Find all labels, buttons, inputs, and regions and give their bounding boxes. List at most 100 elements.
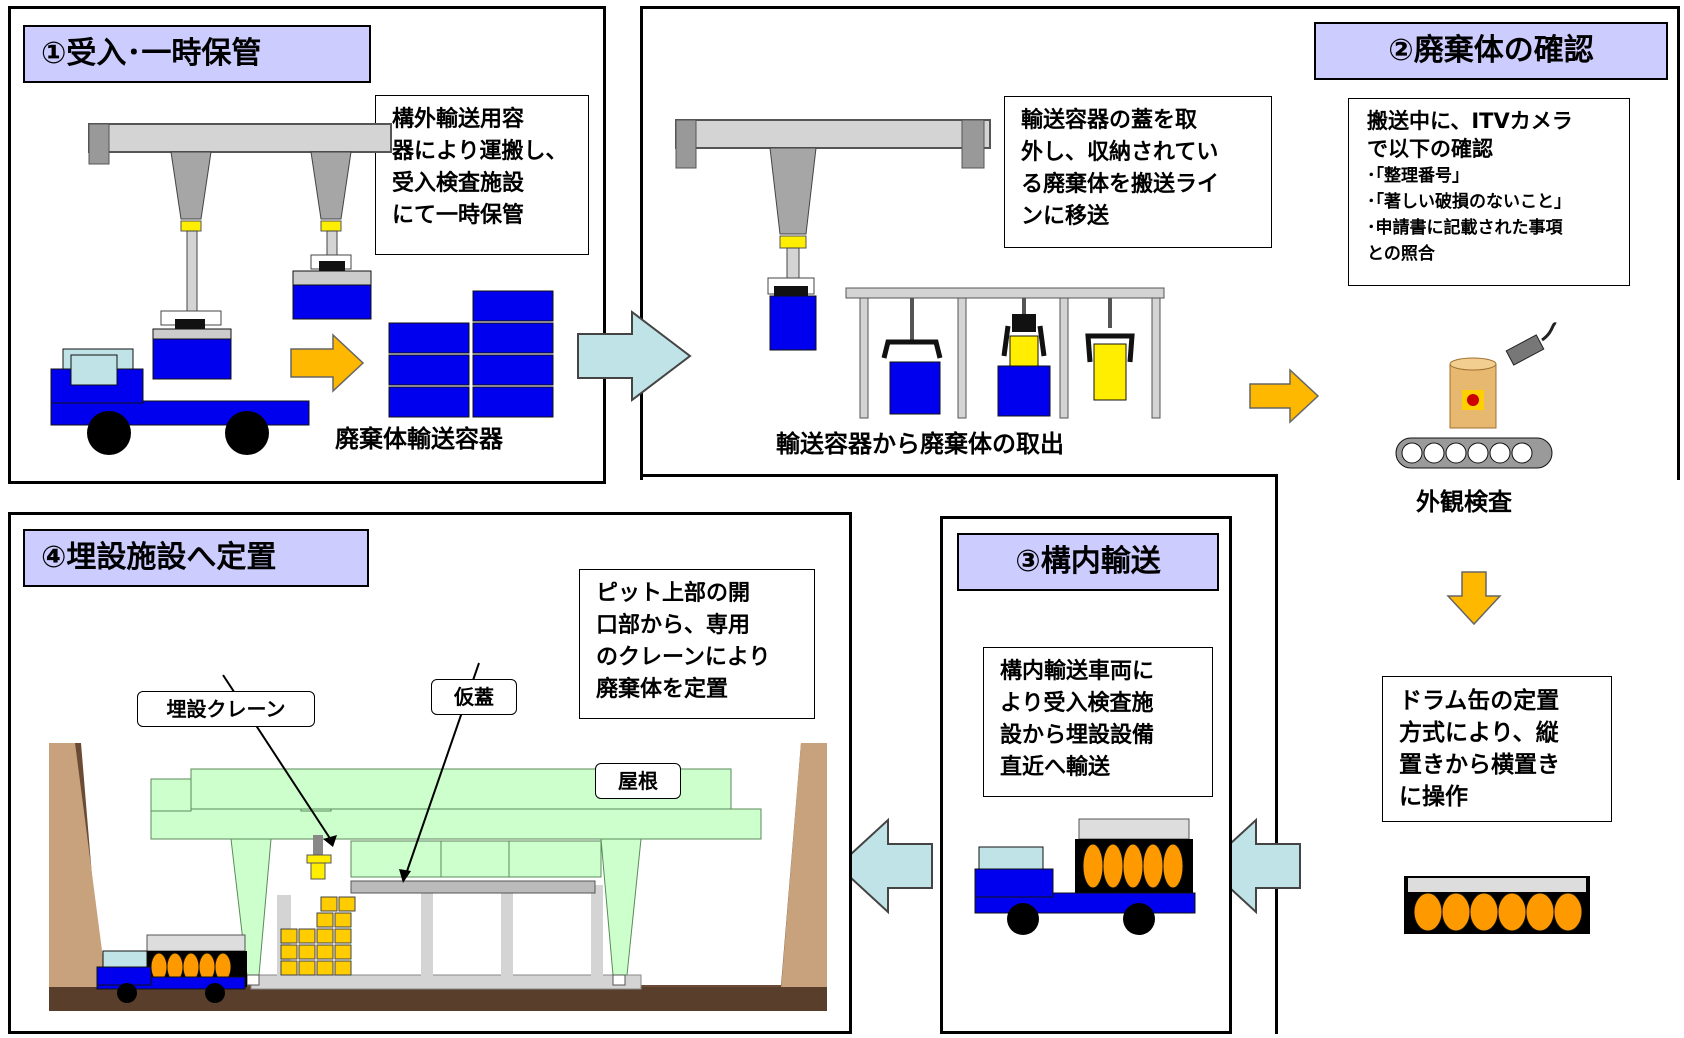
- camera-icon: [1505, 322, 1557, 366]
- flow-arrow-cyan: [577, 309, 692, 403]
- crane-foot: [612, 974, 626, 986]
- conveyor: [1395, 437, 1553, 469]
- step1-panel: ①受入･一時保管 構外輸送用容 器により運搬し、 受入検査施設 にて一時保管: [8, 6, 606, 484]
- step3-note-line: 構内輸送車両に: [1000, 659, 1155, 684]
- gripper: [175, 319, 205, 329]
- crane-tag: 埋設クレーン: [137, 691, 315, 727]
- hoist-cone: [170, 151, 212, 220]
- burial-facility: [49, 662, 827, 1011]
- placed-drums: [280, 896, 356, 976]
- stacked-containers: [388, 290, 554, 418]
- pit-truck: [96, 934, 247, 1003]
- container-blue: [889, 361, 941, 415]
- step1-note: 構外輸送用容 器により運搬し、 受入検査施設 にて一時保管: [375, 95, 589, 255]
- crane-beam: [88, 123, 392, 153]
- pit-wall: [501, 885, 513, 977]
- check-note-line: で以下の確認: [1367, 137, 1493, 161]
- drum-gripper: [881, 339, 943, 359]
- crane-upper: [150, 778, 192, 812]
- removal-note-line: る廃棄体を搬送ライ: [1021, 172, 1220, 197]
- orient-note-line: に操作: [1399, 784, 1468, 810]
- soil-surface: [781, 743, 827, 989]
- step1-title: ①受入･一時保管: [23, 25, 371, 83]
- crane-beam-end: [675, 119, 697, 169]
- step4-note-line: ピット上部の開: [596, 581, 751, 606]
- container-blue: [997, 365, 1051, 417]
- step1-note-line: にて一時保管: [392, 203, 525, 228]
- check-item: との照合: [1367, 244, 1435, 264]
- truck-window: [70, 354, 118, 386]
- removal-note: 輸送容器の蓋を取 外し、収納されてい る廃棄体を搬送ライ ンに移送: [1004, 96, 1272, 248]
- step1-note-line: 受入検査施設: [392, 171, 525, 196]
- step4-title: ④埋設施設へ定置: [23, 529, 369, 587]
- crane-beam: [675, 119, 991, 149]
- girder-section: [508, 840, 602, 878]
- step4-note-line: のクレーンにより: [596, 645, 771, 670]
- transport-truck: [974, 818, 1196, 935]
- removal-label: 輸送容器から廃棄体の取出: [776, 430, 1064, 458]
- pit-base: [250, 974, 642, 990]
- temporary-lid: [350, 880, 596, 894]
- container-lid: [292, 270, 372, 286]
- down-arrow: [1446, 571, 1502, 626]
- check-note-line: 搬送中に、ITVカメラ: [1367, 109, 1573, 133]
- lid-tag: 仮蓋: [431, 679, 517, 715]
- removal-note-line: ンに移送: [1021, 204, 1110, 229]
- step2-illustration: [675, 119, 1557, 469]
- burial-crane-hook: [310, 862, 326, 880]
- hoist-yellow-band: [180, 220, 202, 232]
- gripper: [319, 261, 345, 271]
- pit-floor: [49, 987, 827, 1011]
- check-note: 搬送中に、ITVカメラ で以下の確認 ･｢整理番号｣ ･｢著しい破損のないこと｣…: [1348, 98, 1630, 286]
- step1-illustration: [50, 123, 554, 455]
- girder-section: [440, 840, 510, 878]
- step2-title: ②廃棄体の確認: [1314, 22, 1668, 80]
- step1-note-line: 構外輸送用容: [392, 107, 525, 132]
- pit-wall: [591, 885, 603, 977]
- check-item: ･｢著しい破損のないこと｣: [1367, 192, 1563, 212]
- drum-yellow: [1093, 343, 1127, 401]
- step4-note-line: 口部から、専用: [596, 613, 751, 638]
- step3-note-line: 直近へ輸送: [1000, 755, 1111, 780]
- soil-surface: [49, 743, 107, 989]
- flow-arrow-orange: [290, 333, 365, 393]
- step1-note-line: 器により運搬し、: [392, 139, 568, 164]
- step3-title: ③構内輸送: [957, 533, 1219, 591]
- truck-wheel: [87, 411, 131, 455]
- roof-tag: 屋根: [595, 763, 681, 799]
- frame-post: [859, 297, 869, 419]
- step4-note-line: 廃棄体を定置: [596, 677, 729, 702]
- hoist-yellow-band: [779, 235, 807, 249]
- container-blue: [769, 295, 817, 351]
- container-lid: [152, 328, 232, 340]
- burial-crane-hook: [313, 835, 323, 857]
- hoist-cone: [310, 151, 352, 220]
- hoist-rod: [326, 230, 338, 256]
- step2-panel-border: [1275, 474, 1278, 1034]
- frame-post: [957, 297, 967, 419]
- inspection-drum: [1449, 357, 1497, 429]
- check-item: ･申請書に記載された事項: [1367, 218, 1563, 238]
- removal-note-line: 輸送容器の蓋を取: [1021, 108, 1198, 133]
- drum-yellow: [1009, 335, 1039, 367]
- crane-beam-end: [961, 119, 985, 169]
- step3-note-line: より受入検査施: [1000, 691, 1154, 716]
- step3-note-line: 設から埋設設備: [1000, 723, 1155, 748]
- step4-note: ピット上部の開 口部から、専用 のクレーンにより 廃棄体を定置: [579, 569, 815, 719]
- step4-panel: ④埋設施設へ定置 ピット上部の開 口部から、専用 のクレーンにより 廃棄体を定置: [8, 512, 852, 1034]
- orient-note-line: 置きから横置き: [1399, 752, 1560, 778]
- step1-label: 廃棄体輸送容器: [335, 425, 503, 453]
- orient-note-line: ドラム缶の定置: [1399, 688, 1560, 714]
- orient-note: ドラム缶の定置 方式により、縦 置きから横置き に操作: [1382, 676, 1612, 822]
- crane-foot: [246, 974, 260, 986]
- flow-arrow-orange: [1249, 368, 1320, 424]
- step3-note: 構内輸送車両に より受入検査施 設から埋設設備 直近へ輸送: [983, 647, 1213, 797]
- step2-panel-border: [640, 474, 1278, 477]
- hoist-yellow-band: [320, 220, 342, 232]
- crane-leg: [600, 838, 642, 976]
- drum-gripper: [1012, 314, 1036, 332]
- frame-post: [1151, 297, 1161, 419]
- hoist-rod: [786, 247, 800, 279]
- frame-post: [1059, 297, 1069, 419]
- step3-panel: ③構内輸送 構内輸送車両に より受入検査施 設から埋設設備 直近へ輸送: [940, 516, 1232, 1034]
